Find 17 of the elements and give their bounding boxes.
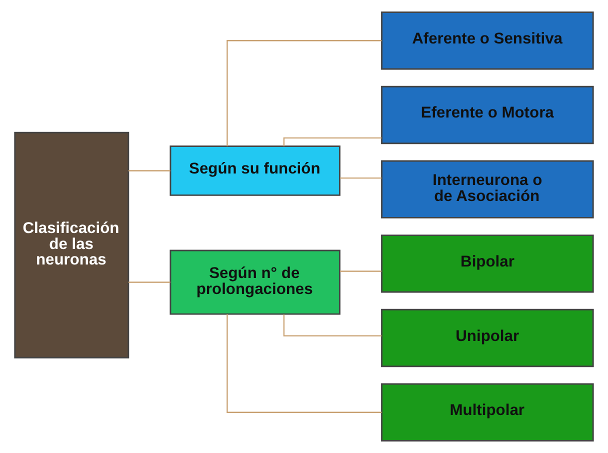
- connector: [283, 314, 382, 336]
- node-box: Clasificación de las neuronas: [14, 132, 130, 358]
- connector: [283, 137, 382, 146]
- node-box: Aferente o Sensitiva: [381, 12, 594, 70]
- connector: [340, 270, 382, 272]
- connector: [128, 170, 170, 172]
- node-box: Unipolar: [381, 308, 594, 368]
- node-box: Según su función: [170, 146, 340, 196]
- connector: [226, 314, 382, 413]
- node-box: Según n° de prolongaciones: [170, 250, 340, 315]
- connector: [128, 282, 170, 283]
- node-box: Eferente o Motora: [381, 86, 594, 144]
- node-box: Bipolar: [381, 234, 594, 293]
- node-box: Interneurona o de Asociación: [381, 160, 594, 218]
- connector: [340, 177, 382, 179]
- connector: [226, 40, 382, 146]
- node-box: Multipolar: [381, 383, 594, 442]
